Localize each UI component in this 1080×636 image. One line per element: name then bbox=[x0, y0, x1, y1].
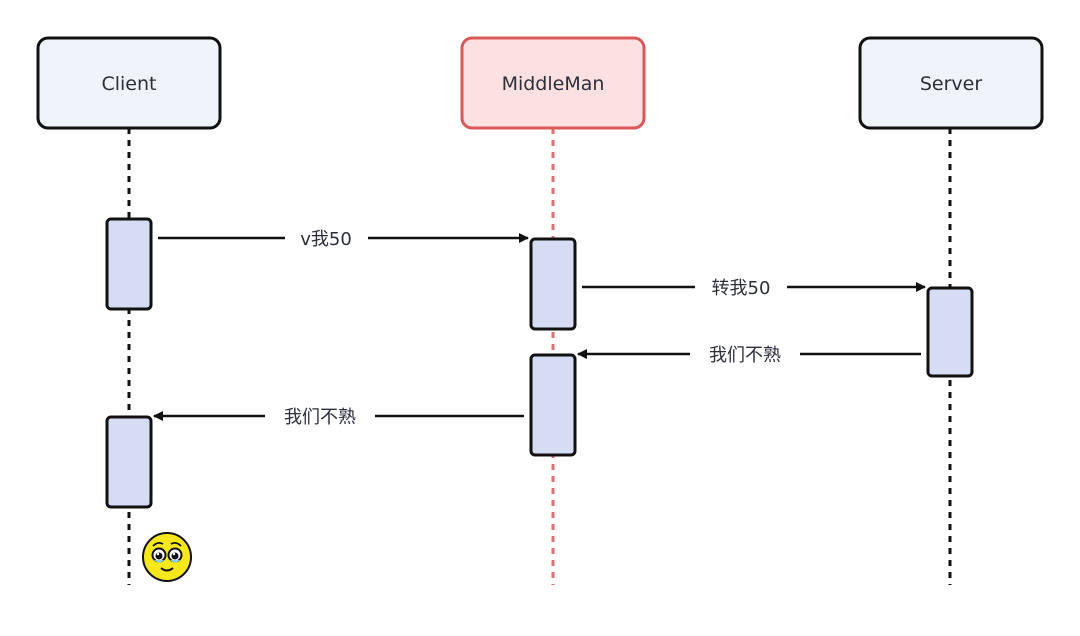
actor-middleman[interactable]: MiddleMan bbox=[460, 36, 646, 130]
actor-middleman-label: MiddleMan bbox=[502, 73, 605, 95]
message-4-label: 我们不熟 bbox=[284, 407, 356, 428]
message-3-label: 我们不熟 bbox=[709, 345, 781, 366]
message-2[interactable]: 转我50 bbox=[582, 278, 926, 299]
message-2-label: 转我50 bbox=[712, 278, 771, 299]
message-4[interactable]: 我们不熟 bbox=[153, 407, 524, 428]
activation-client-1[interactable] bbox=[105, 217, 153, 311]
actor-client-label: Client bbox=[101, 73, 156, 95]
message-1-label: v我50 bbox=[300, 229, 352, 250]
actor-server[interactable]: Server bbox=[858, 36, 1044, 130]
activation-server-1[interactable] bbox=[926, 286, 974, 378]
activation-client-2[interactable] bbox=[105, 415, 153, 509]
activation-middleman-1[interactable] bbox=[529, 237, 577, 331]
pleading-face-icon bbox=[142, 532, 192, 582]
activation-middleman-2[interactable] bbox=[529, 353, 577, 457]
actor-client[interactable]: Client bbox=[36, 36, 222, 130]
message-3[interactable]: 我们不熟 bbox=[577, 345, 921, 366]
message-1[interactable]: v我50 bbox=[158, 229, 529, 250]
actor-server-label: Server bbox=[920, 73, 982, 95]
